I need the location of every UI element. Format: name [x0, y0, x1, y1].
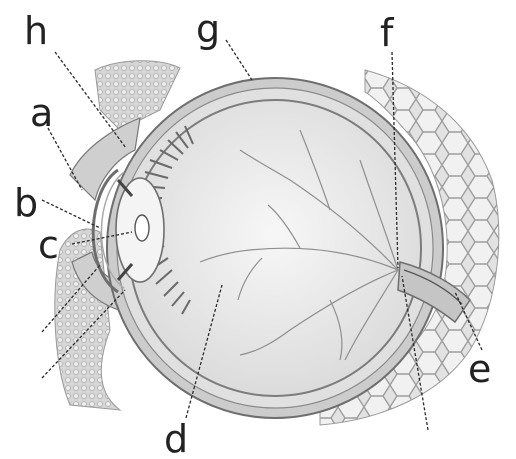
- label-d: d: [164, 417, 188, 459]
- label-c: c: [38, 223, 59, 267]
- label-b: b: [14, 181, 38, 225]
- pupil: [135, 215, 149, 241]
- label-a: a: [30, 91, 53, 135]
- label-f: f: [380, 11, 395, 55]
- leader-g: [226, 40, 252, 80]
- leader-a: [48, 128, 82, 190]
- label-g: g: [196, 7, 220, 51]
- label-h: h: [24, 9, 48, 53]
- label-e: e: [468, 347, 491, 391]
